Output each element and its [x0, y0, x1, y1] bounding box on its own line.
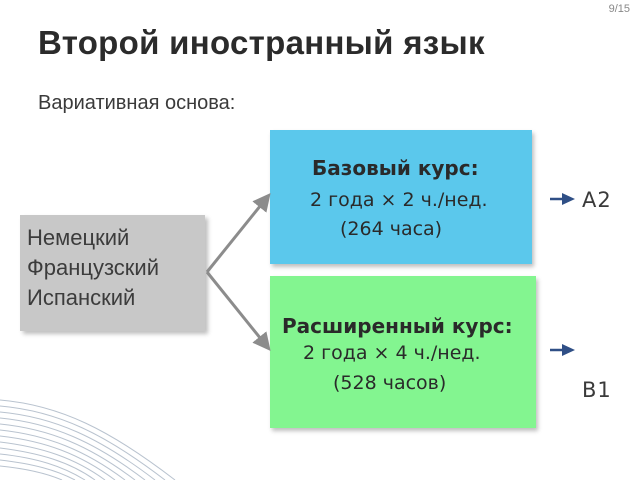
slide-number: 9/15 [608, 3, 630, 15]
language-german: Немецкий [27, 225, 130, 250]
arrow-to-extended [205, 271, 271, 352]
languages-box: Немецкий Французский Испанский [20, 215, 205, 331]
language-spanish: Испанский [27, 285, 136, 310]
extended-course-title: Расширенный курс: [282, 314, 513, 338]
arrow-to-a2 [550, 193, 575, 205]
extended-course-box: Расширенный курс: 2 года × 4 ч./нед. (52… [270, 276, 536, 428]
decorative-swoosh [0, 399, 176, 480]
language-french: Французский [27, 255, 159, 280]
extended-course-hours: 2 года × 4 ч./нед. [303, 342, 481, 364]
basic-course-total: (264 часа) [340, 218, 443, 240]
basic-course-title: Базовый курс: [312, 156, 479, 180]
basic-course-hours: 2 года × 2 ч./нед. [310, 189, 488, 211]
level-b1-label: B1 [582, 378, 612, 402]
extended-course-total: (528 часов) [333, 372, 447, 394]
arrow-to-b1 [550, 344, 575, 356]
arrow-to-basic [205, 192, 271, 273]
slide-title: Второй иностранный язык [38, 24, 485, 61]
level-a2-label: A2 [582, 188, 612, 212]
basic-course-box: Базовый курс: 2 года × 2 ч./нед. (264 ча… [270, 130, 532, 264]
slide-subtitle: Вариативная основа: [38, 92, 236, 114]
